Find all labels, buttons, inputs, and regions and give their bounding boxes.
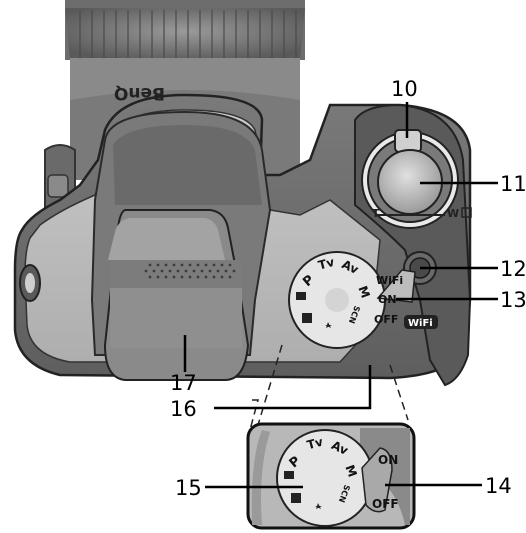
callout-lines: [183, 102, 498, 489]
inset-switch-on: ON: [378, 453, 398, 467]
tele-label: T: [372, 207, 380, 220]
switch-off: OFF: [374, 313, 398, 326]
power-switch[interactable]: WiFi ON OFF: [374, 269, 416, 326]
inset-power-switch[interactable]: ON OFF: [361, 447, 399, 513]
inset-switch-off: OFF: [372, 497, 399, 511]
callout-11: 11: [500, 172, 526, 196]
inset-star-icon: [315, 503, 322, 509]
flash-unit: [103, 209, 250, 381]
callout-15: 15: [175, 476, 202, 500]
switch-wifi: WiFi: [376, 274, 403, 287]
wifi-badge-label: WiFi: [408, 318, 433, 329]
zoom-indicator: T W: [372, 207, 472, 220]
mode-dial[interactable]: P Tv Av M SCN: [288, 251, 386, 349]
wifi-badge: WiFi: [404, 315, 438, 329]
inset-movie-icon: [291, 493, 301, 503]
inset-auto-icon: [284, 471, 294, 479]
callout-13: 13: [500, 288, 526, 312]
callout-14: 14: [485, 474, 512, 498]
movie-mode-icon: [302, 313, 312, 323]
wide-label: W: [447, 207, 459, 220]
mode-av: Av: [340, 257, 361, 277]
mode-tv: Tv: [317, 255, 336, 273]
brand-logo: BenQ: [114, 83, 165, 103]
auto-mode-icon: [296, 292, 306, 300]
callout-16: 16: [170, 397, 197, 421]
switch-on: ON: [378, 293, 397, 306]
callout-12: 12: [500, 257, 526, 281]
star-mode-icon: [325, 322, 332, 328]
inset-mode-tv: Tv: [305, 435, 324, 453]
wide-angle-icon: [461, 207, 472, 218]
inset-mode-m: M: [342, 463, 359, 479]
inset-mode-av: Av: [329, 438, 350, 458]
callout-10: 10: [391, 77, 418, 101]
callout-17: 17: [170, 371, 197, 395]
strap-eyelet: [19, 264, 41, 302]
mode-m: M: [355, 284, 372, 300]
